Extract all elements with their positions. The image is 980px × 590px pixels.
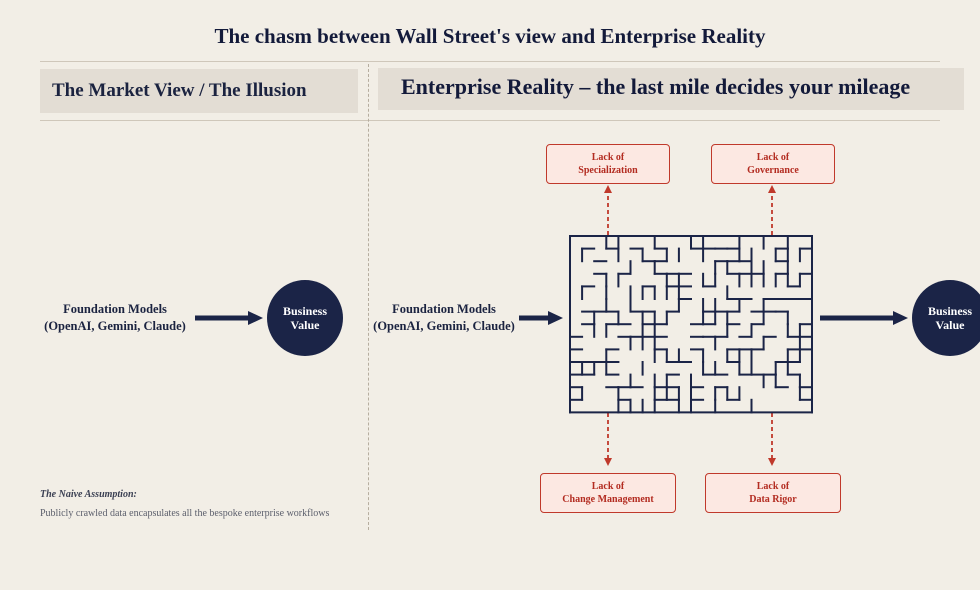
- right-target-line1: Business: [927, 304, 973, 318]
- barrier-governance-line2: Governance: [747, 165, 799, 176]
- dashed-arrow-icon: [604, 185, 612, 235]
- barrier-data-rigor-line2: Data Rigor: [749, 494, 797, 505]
- right-target-line2: Value: [935, 318, 965, 332]
- barrier-data-rigor: Lack of Data Rigor: [705, 473, 841, 513]
- barrier-specialization-line1: Lack of: [591, 152, 625, 163]
- enterprise-reality-header: Enterprise Reality – the last mile decid…: [378, 68, 964, 110]
- maze-icon: [569, 235, 813, 414]
- left-foundation-models: Foundation Models (OpenAI, Gemini, Claud…: [40, 301, 190, 335]
- arrow-right-icon: [820, 311, 908, 325]
- arrow-right-icon: [195, 311, 263, 325]
- barrier-specialization: Lack of Specialization: [546, 144, 670, 184]
- right-source-line1: Foundation Models: [392, 302, 496, 316]
- left-business-value: Business Value: [267, 280, 343, 356]
- left-source-line2: (OpenAI, Gemini, Claude): [44, 319, 186, 333]
- page-title: The chasm between Wall Street's view and…: [214, 24, 766, 48]
- barrier-change-management-line1: Lack of: [591, 481, 625, 492]
- market-view-header: The Market View / The Illusion: [40, 69, 358, 113]
- right-business-value: Business Value: [912, 280, 980, 356]
- assumption-label: The Naive Assumption:: [40, 489, 137, 500]
- header-divider: [40, 120, 940, 121]
- assumption-text: Publicly crawled data encapsulates all t…: [40, 508, 330, 519]
- top-divider: [40, 61, 940, 62]
- dashed-arrow-icon: [768, 413, 776, 466]
- right-source-line2: (OpenAI, Gemini, Claude): [373, 319, 515, 333]
- barrier-governance: Lack of Governance: [711, 144, 835, 184]
- left-target-line1: Business: [282, 304, 328, 318]
- barrier-data-rigor-line1: Lack of: [756, 481, 790, 492]
- left-target-line2: Value: [290, 318, 320, 332]
- right-foundation-models: Foundation Models (OpenAI, Gemini, Claud…: [369, 301, 519, 335]
- enterprise-reality-title: Enterprise Reality – the last mile decid…: [401, 74, 911, 99]
- dashed-arrow-icon: [604, 413, 612, 466]
- barrier-change-management: Lack of Change Management: [540, 473, 676, 513]
- arrow-right-icon: [519, 311, 563, 325]
- barrier-change-management-line2: Change Management: [562, 494, 654, 505]
- center-divider: [368, 64, 369, 530]
- barrier-governance-line1: Lack of: [756, 152, 790, 163]
- left-source-line1: Foundation Models: [63, 302, 167, 316]
- barrier-specialization-line2: Specialization: [578, 165, 638, 176]
- market-view-title: The Market View / The Illusion: [52, 80, 307, 101]
- dashed-arrow-icon: [768, 185, 776, 235]
